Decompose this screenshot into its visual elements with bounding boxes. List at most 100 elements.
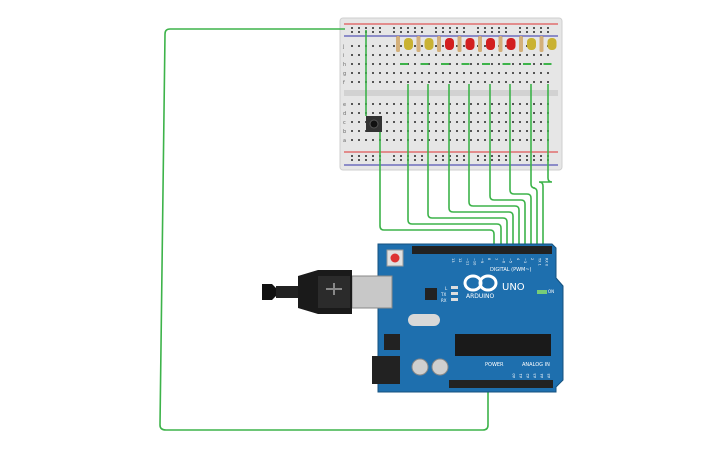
rail-hole[interactable]	[449, 27, 451, 29]
breadboard-hole[interactable]	[428, 130, 430, 132]
breadboard-hole[interactable]	[393, 130, 395, 132]
breadboard-hole[interactable]	[505, 130, 507, 132]
breadboard-hole[interactable]	[372, 63, 374, 65]
rail-hole[interactable]	[393, 155, 395, 157]
rail-hole[interactable]	[456, 155, 458, 157]
breadboard-hole[interactable]	[540, 112, 542, 114]
breadboard-hole[interactable]	[470, 63, 472, 65]
button-signal-wire[interactable]	[379, 132, 495, 248]
rail-hole[interactable]	[533, 159, 535, 161]
breadboard-hole[interactable]	[358, 103, 360, 105]
rail-hole[interactable]	[463, 27, 465, 29]
breadboard-hole[interactable]	[477, 72, 479, 74]
breadboard-hole[interactable]	[358, 63, 360, 65]
breadboard-hole[interactable]	[456, 112, 458, 114]
rail-hole[interactable]	[477, 159, 479, 161]
breadboard-hole[interactable]	[533, 54, 535, 56]
led-red[interactable]	[506, 38, 516, 50]
rail-hole[interactable]	[358, 27, 360, 29]
breadboard-hole[interactable]	[421, 72, 423, 74]
breadboard-hole[interactable]	[512, 81, 514, 83]
breadboard-hole[interactable]	[393, 63, 395, 65]
breadboard-hole[interactable]	[512, 130, 514, 132]
jumper[interactable]	[543, 63, 552, 65]
rail-hole[interactable]	[519, 159, 521, 161]
breadboard-hole[interactable]	[442, 130, 444, 132]
breadboard-hole[interactable]	[421, 112, 423, 114]
rail-hole[interactable]	[526, 27, 528, 29]
breadboard-hole[interactable]	[442, 81, 444, 83]
rail-hole[interactable]	[526, 159, 528, 161]
breadboard-hole[interactable]	[498, 130, 500, 132]
breadboard-hole[interactable]	[456, 81, 458, 83]
breadboard-hole[interactable]	[498, 112, 500, 114]
breadboard-hole[interactable]	[505, 54, 507, 56]
rail-hole[interactable]	[505, 155, 507, 157]
breadboard-hole[interactable]	[526, 54, 528, 56]
rail-hole[interactable]	[421, 159, 423, 161]
breadboard-hole[interactable]	[407, 81, 409, 83]
breadboard-hole[interactable]	[365, 139, 367, 141]
breadboard-hole[interactable]	[491, 112, 493, 114]
breadboard-hole[interactable]	[449, 130, 451, 132]
rail-hole[interactable]	[505, 27, 507, 29]
led-yellow[interactable]	[424, 38, 434, 50]
breadboard-hole[interactable]	[421, 45, 423, 47]
rail-hole[interactable]	[491, 155, 493, 157]
rail-hole[interactable]	[400, 155, 402, 157]
breadboard-hole[interactable]	[470, 139, 472, 141]
breadboard-hole[interactable]	[379, 112, 381, 114]
breadboard-hole[interactable]	[456, 45, 458, 47]
breadboard-hole[interactable]	[358, 54, 360, 56]
breadboard-hole[interactable]	[435, 139, 437, 141]
breadboard-hole[interactable]	[393, 81, 395, 83]
breadboard-hole[interactable]	[351, 45, 353, 47]
rail-hole[interactable]	[533, 155, 535, 157]
breadboard-hole[interactable]	[519, 63, 521, 65]
breadboard-hole[interactable]	[449, 103, 451, 105]
breadboard-hole[interactable]	[470, 81, 472, 83]
rail-hole[interactable]	[400, 159, 402, 161]
rail-hole[interactable]	[442, 155, 444, 157]
breadboard-hole[interactable]	[477, 81, 479, 83]
breadboard-hole[interactable]	[477, 121, 479, 123]
breadboard-hole[interactable]	[386, 121, 388, 123]
power-analog-header[interactable]	[449, 380, 553, 388]
breadboard-hole[interactable]	[414, 63, 416, 65]
breadboard-hole[interactable]	[386, 45, 388, 47]
breadboard-hole[interactable]	[470, 54, 472, 56]
breadboard-hole[interactable]	[414, 81, 416, 83]
breadboard-hole[interactable]	[435, 103, 437, 105]
breadboard-hole[interactable]	[379, 81, 381, 83]
rail-hole[interactable]	[547, 27, 549, 29]
led-yellow[interactable]	[547, 38, 557, 50]
rail-hole[interactable]	[351, 155, 353, 157]
led-red[interactable]	[486, 38, 495, 50]
breadboard-hole[interactable]	[463, 72, 465, 74]
rail-hole[interactable]	[442, 31, 444, 33]
breadboard-hole[interactable]	[540, 121, 542, 123]
rail-hole[interactable]	[484, 31, 486, 33]
rail-hole[interactable]	[414, 31, 416, 33]
rail-hole[interactable]	[533, 27, 535, 29]
resistor[interactable]	[478, 36, 482, 52]
breadboard-hole[interactable]	[533, 81, 535, 83]
breadboard-hole[interactable]	[449, 139, 451, 141]
breadboard-hole[interactable]	[428, 54, 430, 56]
breadboard-hole[interactable]	[519, 121, 521, 123]
breadboard-hole[interactable]	[449, 121, 451, 123]
rail-hole[interactable]	[484, 155, 486, 157]
rail-hole[interactable]	[435, 31, 437, 33]
breadboard-hole[interactable]	[386, 103, 388, 105]
breadboard-hole[interactable]	[421, 103, 423, 105]
breadboard-hole[interactable]	[386, 139, 388, 141]
rail-hole[interactable]	[477, 155, 479, 157]
breadboard-hole[interactable]	[519, 72, 521, 74]
breadboard-hole[interactable]	[470, 121, 472, 123]
breadboard-hole[interactable]	[400, 139, 402, 141]
breadboard-hole[interactable]	[435, 121, 437, 123]
rail-hole[interactable]	[400, 27, 402, 29]
breadboard-hole[interactable]	[547, 81, 549, 83]
breadboard-hole[interactable]	[449, 81, 451, 83]
